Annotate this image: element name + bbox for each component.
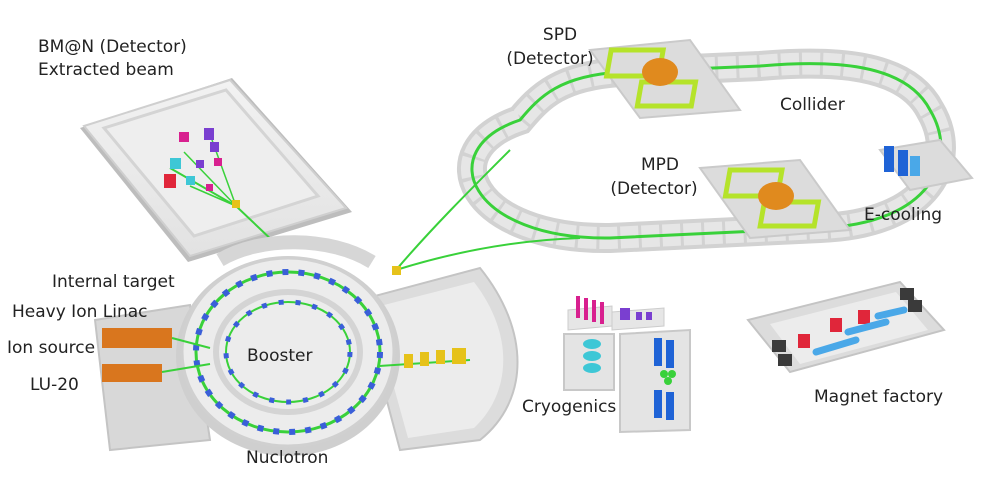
transfer-lines <box>392 149 581 275</box>
collider-label: Collider <box>780 95 845 115</box>
bmn-hall <box>80 78 352 262</box>
spd-label-line2: (Detector) <box>506 49 594 69</box>
mpd-label-line1: MPD <box>640 155 679 175</box>
cryogenics-area <box>563 296 691 434</box>
booster-label: Booster <box>247 346 313 366</box>
internal-target-label: Internal target <box>52 272 175 292</box>
bmn-label-line2: Extracted beam <box>38 60 174 80</box>
magnet-factory-label: Magnet factory <box>814 387 944 407</box>
heavy-ion-linac-label: Heavy Ion Linac <box>12 302 148 322</box>
collider-ring <box>457 38 974 254</box>
cryogenics-label: Cryogenics <box>522 397 617 417</box>
spd-label-line1: SPD <box>542 25 578 45</box>
lu20-label: LU-20 <box>30 375 79 395</box>
mpd-label-line2: (Detector) <box>610 179 698 199</box>
magnet-factory <box>746 280 946 374</box>
ion-source-label: Ion source <box>7 338 96 358</box>
nuclotron-label: Nuclotron <box>246 448 329 468</box>
nuclotron-hall <box>93 235 519 456</box>
ecooling-label: E-cooling <box>864 205 943 225</box>
bmn-label-line1: BM@N (Detector) <box>38 37 187 57</box>
